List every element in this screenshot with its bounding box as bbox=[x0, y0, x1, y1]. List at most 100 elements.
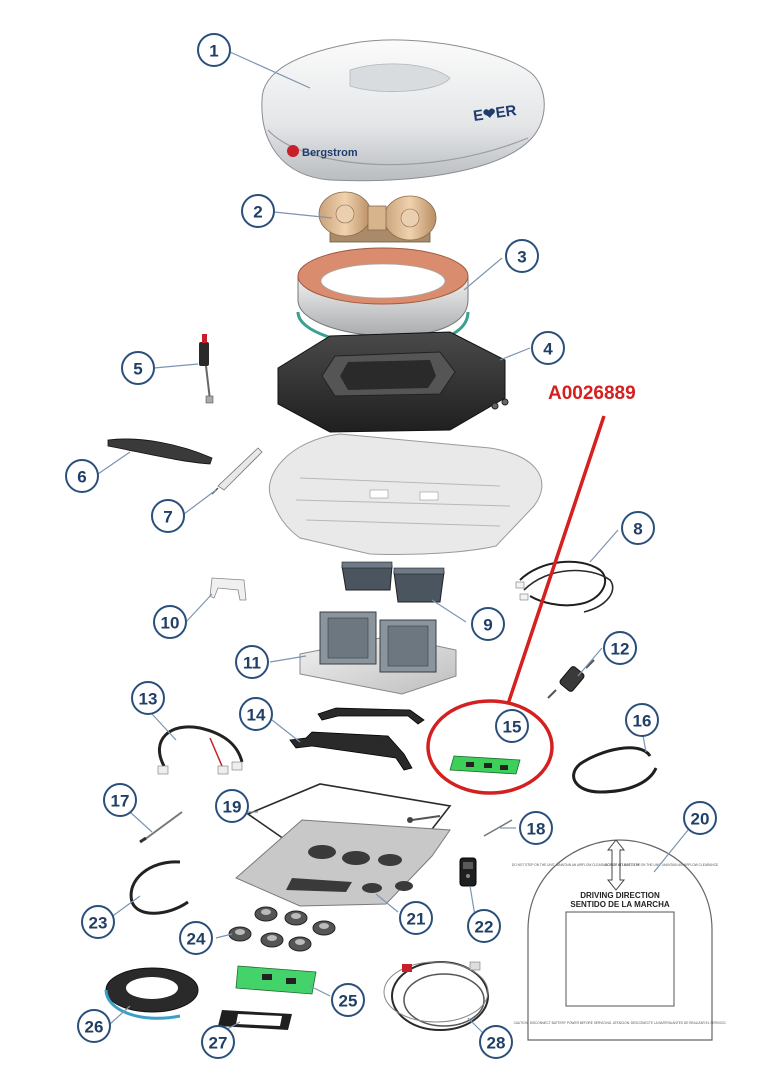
callout-number: 27 bbox=[209, 1034, 228, 1053]
callout-16: 16 bbox=[625, 703, 659, 737]
callout-circle bbox=[77, 1009, 111, 1043]
seal-strip-icon bbox=[107, 438, 213, 465]
rod-icon bbox=[139, 811, 183, 844]
pcb-icon bbox=[235, 965, 317, 995]
callout-15: 15 bbox=[495, 709, 529, 743]
callout-26: 26 bbox=[77, 1009, 111, 1043]
callout-10: 10 bbox=[153, 605, 187, 639]
callout-number: 3 bbox=[517, 248, 526, 267]
callout-number: 18 bbox=[527, 820, 546, 839]
callout-23: 23 bbox=[81, 905, 115, 939]
callout-7: 7 bbox=[151, 499, 185, 533]
callout-number: 1 bbox=[209, 42, 218, 61]
hose-icon bbox=[572, 746, 658, 794]
callout-circle bbox=[239, 697, 273, 731]
callout-circle bbox=[81, 905, 115, 939]
ceiling-plate-icon bbox=[235, 819, 451, 907]
callout-number: 21 bbox=[407, 910, 426, 929]
circuit-board-icon bbox=[449, 755, 521, 775]
callout-6: 6 bbox=[65, 459, 99, 493]
callout-number: 28 bbox=[487, 1034, 506, 1053]
callout-28: 28 bbox=[479, 1025, 513, 1059]
base-frame-icon bbox=[277, 331, 509, 433]
callout-9: 9 bbox=[471, 607, 505, 641]
drain-tray-icon bbox=[341, 561, 445, 603]
bracket-icon bbox=[289, 707, 425, 771]
callout-21: 21 bbox=[399, 901, 433, 935]
callout-22: 22 bbox=[467, 909, 501, 943]
callout-number: 14 bbox=[247, 706, 266, 725]
callout-number: 6 bbox=[77, 468, 86, 487]
callout-circle bbox=[235, 645, 269, 679]
highlight-ellipse bbox=[426, 699, 554, 795]
callout-3: 3 bbox=[505, 239, 539, 273]
callout-number: 19 bbox=[223, 798, 242, 817]
callout-number: 7 bbox=[163, 508, 172, 527]
callout-8: 8 bbox=[621, 511, 655, 545]
label-icon bbox=[218, 1010, 292, 1030]
callout-number: 16 bbox=[633, 712, 652, 731]
callout-circle bbox=[121, 351, 155, 385]
callout-circle bbox=[131, 681, 165, 715]
foam-tape-icon bbox=[104, 967, 199, 1020]
pin-icon bbox=[483, 819, 513, 837]
callout-25: 25 bbox=[331, 983, 365, 1017]
callout-circle bbox=[519, 811, 553, 845]
mounting-plate-icon bbox=[299, 611, 457, 695]
callout-circle bbox=[201, 1025, 235, 1059]
callout-24: 24 bbox=[179, 921, 213, 955]
reference-code: A0026889 bbox=[548, 383, 636, 404]
callout-circle bbox=[625, 703, 659, 737]
callout-circle bbox=[621, 511, 655, 545]
callout-19: 19 bbox=[215, 789, 249, 823]
callout-number: 11 bbox=[243, 654, 261, 673]
callout-circle bbox=[197, 33, 231, 67]
cover-model-text: E❤ER bbox=[472, 102, 518, 125]
wire-harness-icon bbox=[515, 560, 614, 613]
callout-circle bbox=[531, 331, 565, 365]
callout-number: 12 bbox=[611, 640, 630, 659]
callout-number: 17 bbox=[111, 792, 130, 811]
leader-lines bbox=[97, 51, 689, 1035]
probe-icon bbox=[211, 447, 263, 495]
callout-number: 8 bbox=[633, 520, 642, 539]
roof-cover-icon: Bergstrom E❤ER bbox=[261, 39, 545, 182]
decal-note-right: DO NOT SIT NOT STEP ON THE UNIT. MAINTAI… bbox=[605, 863, 719, 867]
callout-circle bbox=[467, 909, 501, 943]
decal-footer: CAUTION: DISCONNECT BATTERY POWER BEFORE… bbox=[514, 1021, 727, 1025]
remote-control-icon bbox=[459, 857, 477, 887]
callout-number: 15 bbox=[503, 718, 522, 737]
callout-circle bbox=[399, 901, 433, 935]
callout-number: 5 bbox=[133, 360, 142, 379]
grommet-icon bbox=[228, 906, 336, 952]
callout-27: 27 bbox=[201, 1025, 235, 1059]
callout-2: 2 bbox=[241, 194, 275, 228]
callout-circle bbox=[603, 631, 637, 665]
callout-circle bbox=[153, 605, 187, 639]
condenser-ring-icon bbox=[296, 247, 470, 348]
callout-number: 2 bbox=[253, 203, 262, 222]
sensor-icon bbox=[199, 334, 214, 404]
callout-circle bbox=[495, 709, 529, 743]
callout-circle bbox=[241, 194, 275, 228]
decal-heading-line2: SENTIDO DE LA MARCHA bbox=[570, 900, 669, 909]
callout-circle bbox=[471, 607, 505, 641]
callout-17: 17 bbox=[103, 783, 137, 817]
clip-icon bbox=[209, 577, 247, 601]
decal-icon: DRIVING DIRECTION SENTIDO DE LA MARCHA D… bbox=[512, 839, 727, 1041]
callout-circle bbox=[479, 1025, 513, 1059]
callout-number: 22 bbox=[475, 918, 494, 937]
callout-number: 20 bbox=[691, 810, 710, 829]
callout-circle bbox=[683, 801, 717, 835]
blower-fan-icon bbox=[318, 191, 437, 243]
callout-11: 11 bbox=[235, 645, 269, 679]
callout-number: 4 bbox=[543, 340, 553, 359]
callout-18: 18 bbox=[519, 811, 553, 845]
callout-12: 12 bbox=[603, 631, 637, 665]
callout-20: 20 bbox=[683, 801, 717, 835]
callout-number: 23 bbox=[89, 914, 108, 933]
callout-14: 14 bbox=[239, 697, 273, 731]
callout-circle bbox=[215, 789, 249, 823]
